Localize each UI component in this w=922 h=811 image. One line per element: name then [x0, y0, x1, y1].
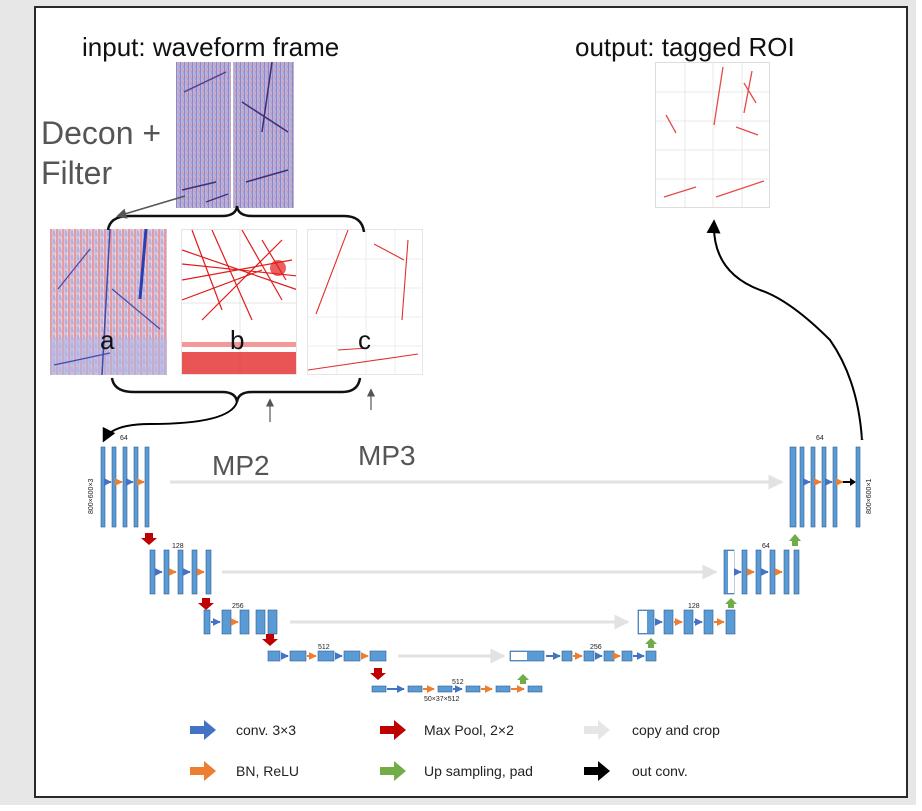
mp2-label: MP2 — [212, 450, 270, 481]
legend-upsample-label: Up sampling, pad — [424, 763, 533, 779]
legend-maxpool-label: Max Pool, 2×2 — [424, 722, 514, 738]
dec2-channels: 64 — [762, 543, 770, 550]
input-waveform-graphic — [176, 62, 294, 208]
dec4-channels: 256 — [590, 644, 602, 651]
panel-c-label: c — [358, 325, 371, 355]
output-dimension: 800×600×1 — [866, 478, 873, 514]
panel-b-graphic — [182, 230, 296, 374]
panel-a-graphic — [50, 229, 167, 375]
enc1-channels: 64 — [120, 435, 128, 442]
dec3-channels: 128 — [688, 603, 700, 610]
legend-out-label: out conv. — [632, 763, 688, 779]
panel-b-label: b — [230, 325, 245, 355]
input-waveform-image — [176, 62, 294, 208]
panel-c-image — [307, 229, 423, 375]
enc4-channels: 512 — [318, 644, 330, 651]
decon-filter-label-line1: Decon + — [41, 115, 162, 151]
mp3-label: MP3 — [358, 440, 416, 471]
legend-copy-label: copy and crop — [632, 722, 720, 738]
input-title: input: waveform frame — [82, 32, 340, 62]
output-channels: 1 — [860, 435, 864, 442]
panel-a-label: a — [100, 325, 115, 355]
panel-b-image — [181, 229, 297, 375]
panel-c-graphic — [308, 230, 422, 374]
decon-filter-label-line2: Filter — [41, 155, 113, 191]
bottom-channels: 512 — [452, 679, 464, 686]
output-roi-graphic — [656, 63, 769, 207]
legend-bn-label: BN, ReLU — [236, 763, 300, 779]
legend-conv-label: conv. 3×3 — [236, 722, 297, 738]
output-roi-image — [655, 62, 770, 208]
enc3-channels: 256 — [232, 603, 244, 610]
enc2-channels: 128 — [172, 543, 184, 550]
bottom-dimension: 50×37×512 — [424, 696, 460, 703]
input-dimension: 800×600×3 — [88, 478, 95, 514]
dec1-channels: 64 — [816, 435, 824, 442]
output-title: output: tagged ROI — [575, 32, 795, 62]
panel-a-image — [50, 229, 167, 375]
figure-frame — [34, 6, 908, 798]
